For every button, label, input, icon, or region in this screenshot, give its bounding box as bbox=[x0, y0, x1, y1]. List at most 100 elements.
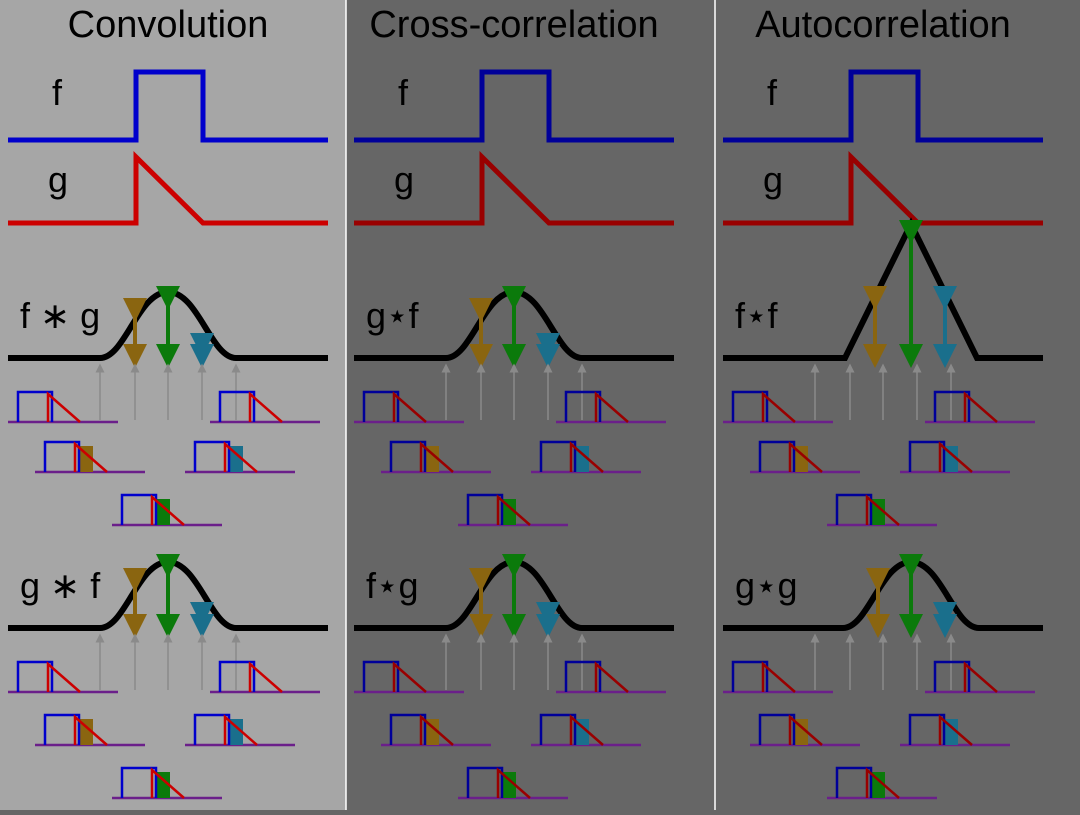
mini-ramp bbox=[223, 441, 258, 473]
result2-snapshot-4 bbox=[531, 713, 641, 747]
result1-snapshot-4 bbox=[900, 440, 1010, 474]
mini-overlap bbox=[575, 719, 589, 745]
mini-ramp bbox=[392, 661, 427, 693]
result1-snapshot-4 bbox=[531, 440, 641, 474]
mini-overlap bbox=[229, 446, 243, 472]
mini-overlap bbox=[944, 719, 958, 745]
mini-ramp bbox=[248, 661, 283, 693]
mini-box bbox=[564, 660, 602, 692]
mini-overlap bbox=[794, 719, 808, 745]
mini-box bbox=[466, 493, 504, 525]
mini-ramp bbox=[788, 441, 823, 473]
f-signal bbox=[8, 69, 328, 143]
panel-background bbox=[0, 0, 346, 810]
mini-ramp bbox=[865, 494, 900, 526]
g-signal bbox=[8, 151, 328, 226]
result1-snapshot-1 bbox=[723, 390, 833, 424]
mini-box bbox=[835, 766, 873, 798]
mini-box bbox=[933, 660, 971, 692]
mini-overlap bbox=[575, 446, 589, 472]
mini-box bbox=[193, 713, 231, 745]
result1-snapshot-2 bbox=[925, 390, 1035, 424]
result1-snapshot-4 bbox=[185, 440, 295, 474]
f-signal bbox=[723, 69, 1043, 143]
mini-ramp bbox=[865, 767, 900, 799]
g-signal bbox=[723, 151, 1043, 226]
mini-overlap bbox=[79, 719, 93, 745]
mini-ramp bbox=[419, 441, 454, 473]
mini-box bbox=[43, 440, 81, 472]
f-label: f bbox=[52, 72, 63, 113]
result2-snapshot-5 bbox=[827, 766, 937, 800]
mini-ramp bbox=[938, 441, 973, 473]
result2-label: g⋆g bbox=[735, 565, 798, 606]
result1-snapshot-2 bbox=[556, 390, 666, 424]
result2-label: g ∗ f bbox=[20, 565, 101, 606]
panel-background bbox=[715, 0, 1080, 810]
result2-snapshot-1 bbox=[354, 660, 464, 694]
mini-overlap bbox=[229, 719, 243, 745]
result1-snapshot-3 bbox=[35, 440, 145, 474]
result2-snapshot-4 bbox=[185, 713, 295, 747]
mini-box bbox=[731, 660, 769, 692]
mini-overlap bbox=[502, 772, 516, 798]
result1-snapshot-1 bbox=[8, 390, 118, 424]
result2-snapshot-2 bbox=[925, 660, 1035, 694]
panel-title: Autocorrelation bbox=[755, 4, 1011, 46]
mini-box bbox=[758, 713, 796, 745]
mini-box bbox=[908, 440, 946, 472]
g-label: g bbox=[48, 159, 68, 200]
mini-box bbox=[731, 390, 769, 422]
result2-label: f⋆g bbox=[366, 565, 419, 606]
result2-snapshot-1 bbox=[8, 660, 118, 694]
mini-overlap bbox=[425, 719, 439, 745]
panel-background bbox=[346, 0, 715, 810]
result1-snapshot-1 bbox=[354, 390, 464, 424]
panel-title: Convolution bbox=[68, 4, 269, 46]
mini-box bbox=[120, 493, 158, 525]
mini-ramp bbox=[73, 714, 108, 746]
mini-ramp bbox=[73, 441, 108, 473]
mini-box bbox=[933, 390, 971, 422]
result2-snapshot-2 bbox=[210, 660, 320, 694]
result1-label: g⋆f bbox=[366, 295, 420, 336]
mini-ramp bbox=[761, 661, 796, 693]
mini-overlap bbox=[871, 499, 885, 525]
result1-snapshot-5 bbox=[112, 493, 222, 527]
mini-box bbox=[539, 440, 577, 472]
mini-box bbox=[466, 766, 504, 798]
mini-box bbox=[758, 440, 796, 472]
mini-overlap bbox=[156, 772, 170, 798]
mini-ramp bbox=[150, 767, 185, 799]
mini-overlap bbox=[794, 446, 808, 472]
g-signal bbox=[354, 151, 674, 226]
mini-box bbox=[389, 713, 427, 745]
mini-ramp bbox=[248, 391, 283, 423]
mini-ramp bbox=[496, 767, 531, 799]
mini-box bbox=[362, 390, 400, 422]
mini-box bbox=[564, 390, 602, 422]
result1-snapshot-5 bbox=[458, 493, 568, 527]
mini-ramp bbox=[392, 391, 427, 423]
mini-ramp bbox=[496, 494, 531, 526]
mini-box bbox=[218, 390, 256, 422]
result1-snapshot-2 bbox=[210, 390, 320, 424]
g-label: g bbox=[394, 159, 414, 200]
mini-overlap bbox=[79, 446, 93, 472]
mini-ramp bbox=[223, 714, 258, 746]
result2-snapshot-3 bbox=[750, 713, 860, 747]
mini-ramp bbox=[569, 441, 604, 473]
result2-snapshot-4 bbox=[900, 713, 1010, 747]
panel-title: Cross-correlation bbox=[369, 4, 658, 46]
result1-label: f⋆f bbox=[735, 295, 779, 336]
mini-ramp bbox=[761, 391, 796, 423]
mini-ramp bbox=[569, 714, 604, 746]
mini-ramp bbox=[46, 391, 81, 423]
result2-snapshot-3 bbox=[35, 713, 145, 747]
mini-ramp bbox=[788, 714, 823, 746]
mini-ramp bbox=[46, 661, 81, 693]
mini-ramp bbox=[963, 391, 998, 423]
